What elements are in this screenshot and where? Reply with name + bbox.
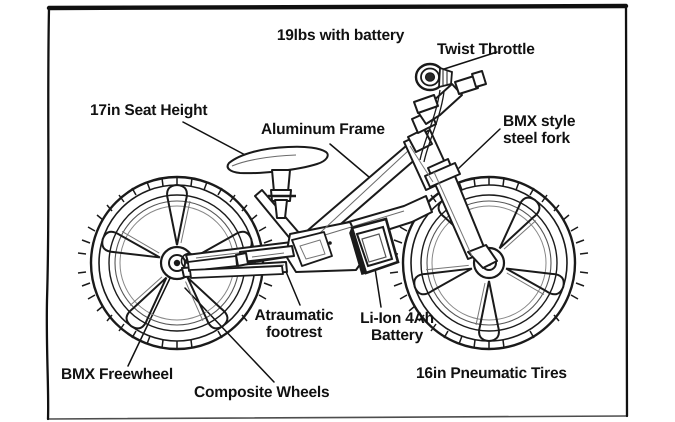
- leader-throttle: [440, 51, 498, 71]
- chainstay-linkage: [187, 255, 284, 279]
- li-ion-battery: [349, 217, 400, 275]
- label-pneumatic-tires: 16in Pneumatic Tires: [416, 365, 567, 382]
- label-atraumatic-footrest: Atraumatic footrest: [254, 307, 334, 342]
- label-seat-height: 17in Seat Height: [90, 102, 208, 119]
- leader-fork: [458, 128, 501, 169]
- rear-tire-tread: [77, 177, 277, 349]
- label-twist-throttle: Twist Throttle: [437, 41, 535, 58]
- fork-highlight: [409, 145, 473, 257]
- leader-seat-height: [182, 121, 250, 158]
- label-bmx-steel-fork: BMX style steel fork: [503, 113, 576, 148]
- leader-freewheel: [127, 273, 173, 367]
- atraumatic-footrest: [235, 245, 295, 267]
- label-battery: Li-Ion 4Ah Battery: [360, 310, 434, 345]
- label-bmx-freewheel: BMX Freewheel: [61, 366, 173, 383]
- motor-housing: [291, 231, 333, 267]
- throttle-cable: [419, 89, 445, 163]
- label-composite-wheels: Composite Wheels: [194, 384, 330, 401]
- seat-assembly: [226, 145, 329, 219]
- sketch-border: [45, 3, 629, 421]
- stem-and-handlebar: [407, 70, 487, 153]
- label-weight: 19lbs with battery: [276, 27, 405, 44]
- label-aluminum-frame: Aluminum Frame: [261, 121, 385, 138]
- twist-throttle: [414, 62, 453, 92]
